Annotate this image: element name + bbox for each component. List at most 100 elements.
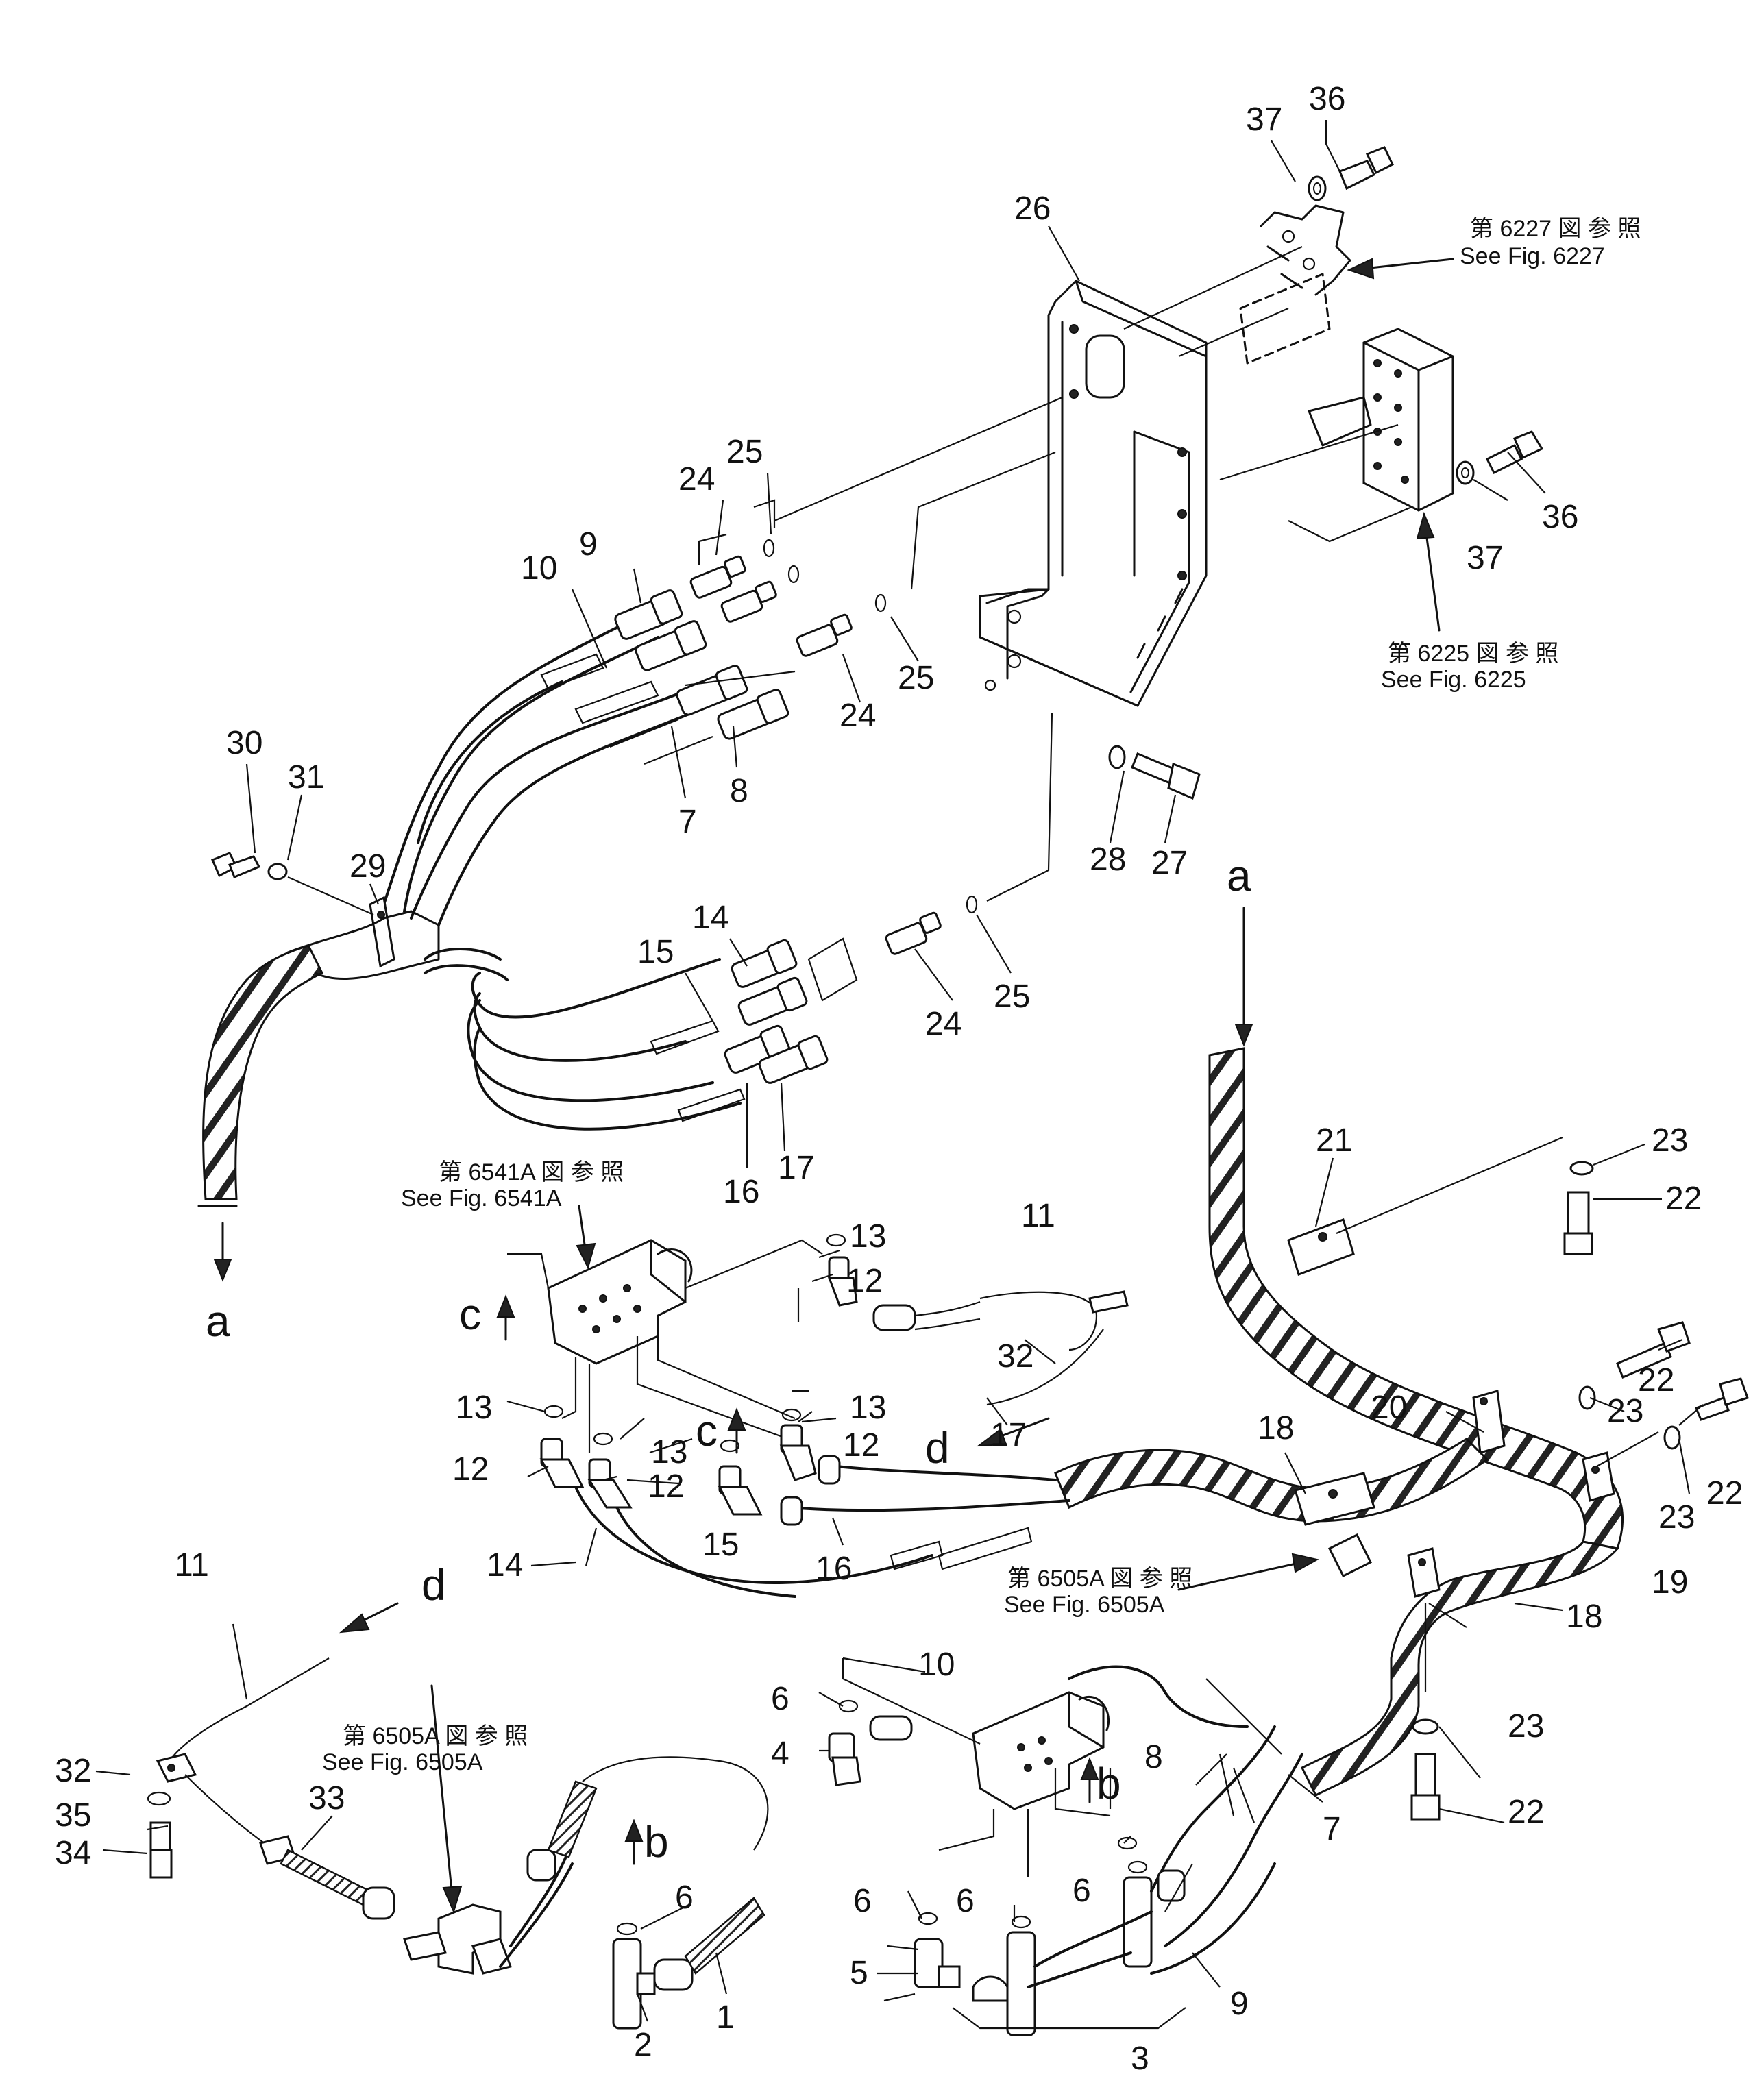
lower-fittings [828, 1699, 1303, 2036]
label-9-lower: 9 [1230, 1986, 1249, 2022]
label-16-lower: 16 [816, 1551, 852, 1587]
label-4: 4 [771, 1736, 789, 1772]
label-26: 26 [1014, 190, 1051, 227]
bolt-36-right [1456, 430, 1544, 485]
label-17-lower: 17 [990, 1417, 1027, 1453]
label-14-upper: 14 [692, 900, 728, 936]
label-23-b: 23 [1607, 1393, 1643, 1429]
letter-c-middle: c [696, 1406, 718, 1455]
left-lower-group [147, 1657, 769, 2030]
adapters-upper [685, 396, 1063, 687]
label-36-right: 36 [1542, 499, 1578, 535]
label-13-a: 13 [850, 1218, 886, 1255]
label-32-upper: 32 [997, 1338, 1033, 1375]
ref-6505A-left-en: See Fig. 6505A [322, 1749, 483, 1775]
letter-d-left: d [421, 1560, 446, 1610]
label-23-c: 23 [1658, 1499, 1695, 1536]
label-14-lower: 14 [487, 1547, 523, 1583]
letter-c-left: c [459, 1290, 481, 1339]
elbow-fittings [539, 1233, 1129, 1516]
ref-6225-jp: 第 6225 図 参 照 [1388, 641, 1558, 667]
label-5: 5 [850, 1955, 868, 1991]
section-letters: a a c c d d b b [206, 851, 1251, 1866]
spiral-hose-middle [574, 1438, 1489, 1598]
leader-lines [95, 120, 1704, 2022]
label-20: 20 [1371, 1390, 1407, 1426]
valve-6541A [507, 1239, 823, 1453]
label-12-c: 12 [648, 1468, 684, 1505]
label-34: 34 [55, 1835, 91, 1871]
section-arrows [213, 907, 1253, 1865]
label-15-lower: 15 [702, 1527, 739, 1563]
label-10-upper: 10 [521, 550, 557, 587]
ref-6505A-right-en: See Fig. 6505A [1004, 1592, 1165, 1618]
upper-hose-bundle [382, 589, 789, 926]
label-32-lower: 32 [55, 1753, 91, 1789]
label-22-a: 22 [1665, 1181, 1702, 1217]
label-18-b: 18 [1566, 1599, 1602, 1635]
label-11-lower: 11 [175, 1547, 209, 1583]
letter-a-left: a [206, 1296, 230, 1346]
label-13-d: 13 [850, 1390, 886, 1426]
letter-a-right: a [1227, 851, 1251, 900]
label-30: 30 [226, 725, 262, 761]
label-36-upper: 36 [1309, 81, 1345, 117]
clamp-29 [211, 852, 395, 968]
ref-6227-en: See Fig. 6227 [1460, 243, 1605, 269]
label-3: 3 [1131, 2041, 1149, 2077]
label-2: 2 [634, 2027, 652, 2063]
label-37-right: 37 [1467, 540, 1503, 576]
bolts-22-23 [1108, 745, 1749, 1821]
label-8-lower: 8 [1144, 1739, 1163, 1775]
label-23-a: 23 [1652, 1122, 1688, 1159]
ref-6541A-en: See Fig. 6541A [401, 1185, 562, 1211]
ref-6225-en: See Fig. 6225 [1381, 667, 1526, 693]
label-21: 21 [1316, 1122, 1352, 1159]
valve-6505A-lower [842, 1657, 1249, 1877]
label-24-c: 24 [925, 1006, 961, 1042]
label-25-a: 25 [726, 434, 763, 470]
label-18-a: 18 [1258, 1410, 1294, 1446]
ref-6227-jp: 第 6227 図 参 照 [1470, 216, 1641, 242]
ref-6541A-jp: 第 6541A 図 参 照 [439, 1159, 624, 1185]
label-6-b: 6 [675, 1879, 694, 1916]
label-7: 7 [678, 804, 697, 840]
letter-b-left: b [644, 1817, 669, 1866]
label-10-lower: 10 [918, 1647, 955, 1683]
figure-references: 第 6227 図 参 照 See Fig. 6227 第 6225 図 参 照 … [322, 216, 1641, 1775]
label-7-lower: 7 [1323, 1811, 1341, 1847]
label-37-upper: 37 [1246, 101, 1282, 138]
label-35: 35 [55, 1797, 91, 1834]
label-27: 27 [1151, 845, 1188, 881]
label-9: 9 [579, 526, 598, 563]
label-12-d: 12 [843, 1427, 879, 1464]
hose-bundle-14-17 [424, 712, 1053, 1131]
letter-d-right: d [925, 1423, 950, 1472]
label-6-a: 6 [771, 1681, 789, 1717]
label-12-a: 12 [846, 1263, 883, 1299]
label-19: 19 [1652, 1564, 1688, 1601]
ref-6505A-right-jp: 第 6505A 図 参 照 [1007, 1566, 1192, 1592]
reference-arrows [430, 258, 1454, 1914]
label-11-upper: 11 [1021, 1198, 1055, 1234]
label-28: 28 [1090, 841, 1126, 878]
label-24-a: 24 [678, 461, 715, 497]
spiral-hose-left [197, 910, 440, 1207]
label-29: 29 [350, 848, 386, 885]
label-23-d: 23 [1508, 1708, 1544, 1745]
label-13-c: 13 [651, 1434, 687, 1470]
label-13-b: 13 [456, 1390, 492, 1426]
label-24-b: 24 [840, 698, 876, 734]
label-1: 1 [716, 1999, 735, 2036]
part-number-labels: 36 37 26 25 24 9 10 25 24 36 37 7 8 30 3… [55, 81, 1743, 2077]
letter-b-right: b [1097, 1759, 1121, 1808]
label-22-c: 22 [1706, 1475, 1743, 1512]
label-22-b: 22 [1638, 1362, 1674, 1398]
label-12-b: 12 [452, 1451, 489, 1488]
valve-block-6227 [1123, 204, 1351, 365]
label-8: 8 [730, 773, 748, 809]
label-31: 31 [288, 759, 324, 796]
bolt-36-upper [1308, 146, 1394, 201]
spiral-hose-right [1208, 1047, 1659, 1797]
